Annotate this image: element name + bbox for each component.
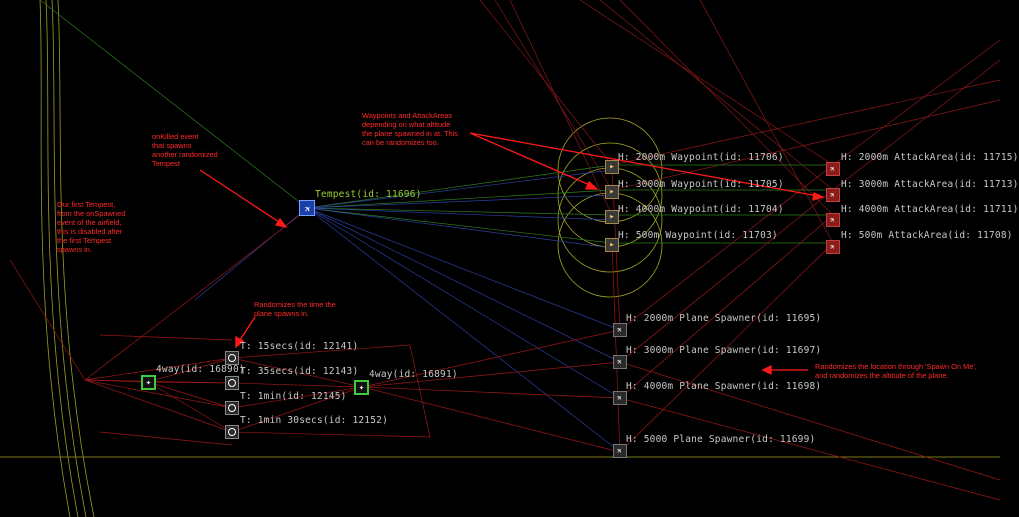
random-4way-16890-label: 4way(id: 16890) xyxy=(156,364,245,375)
tempest-plane-node[interactable] xyxy=(299,200,315,216)
attackarea-500m-label: H: 500m AttackArea(id: 11708) xyxy=(841,230,1013,241)
timer-15secs-node[interactable] xyxy=(225,351,239,365)
note-on-killed: onKilled event that spawns another rando… xyxy=(152,132,218,168)
blue-links xyxy=(194,169,621,453)
tempest-label: Tempest(id: 11696) xyxy=(315,189,422,200)
timer-1min30-node[interactable] xyxy=(225,425,239,439)
timer-1min-label: T: 1min(id: 12145) xyxy=(240,391,347,402)
attackarea-3000m-node[interactable] xyxy=(826,188,840,202)
spawner-3000m-label: H: 3000m Plane Spawner(id: 11697) xyxy=(626,345,822,356)
spawner-4000m-node[interactable] xyxy=(613,391,627,405)
spawner-5000m-node[interactable] xyxy=(613,444,627,458)
waypoint-2000m-label: H: 2000m Waypoint(id: 11706) xyxy=(618,152,784,163)
timer-15secs-label: T: 15secs(id: 12141) xyxy=(240,341,359,352)
waypoint-4000m-label: H: 4000m Waypoint(id: 11704) xyxy=(618,204,784,215)
top-links xyxy=(479,0,1001,244)
note-waypoints: Waypoints and AttackAreas depending on w… xyxy=(362,111,459,147)
timer-35secs-label: T: 35secs(id: 12143) xyxy=(240,366,359,377)
attackarea-4000m-node[interactable] xyxy=(826,213,840,227)
timer-1min30-label: T: 1min 30secs(id: 12152) xyxy=(240,415,388,426)
waypoint-3000m-node[interactable] xyxy=(605,185,619,199)
timer-1min-node[interactable] xyxy=(225,401,239,415)
random-4way-16891-label: 4way(id: 16891) xyxy=(369,369,458,380)
random-4way-16891-node[interactable] xyxy=(354,380,369,395)
waypoint-3000m-label: H: 3000m Waypoint(id: 11705) xyxy=(618,179,784,190)
spawner-2000m-label: H: 2000m Plane Spawner(id: 11695) xyxy=(626,313,822,324)
attackarea-2000m-node[interactable] xyxy=(826,162,840,176)
attackarea-3000m-label: H: 3000m AttackArea(id: 11713) xyxy=(841,179,1019,190)
timer-35secs-node[interactable] xyxy=(225,376,239,390)
spawner-3000m-node[interactable] xyxy=(613,355,627,369)
attackarea-2000m-label: H: 2000m AttackArea(id: 11715) xyxy=(841,152,1019,163)
attackarea-4000m-label: H: 4000m AttackArea(id: 11711) xyxy=(841,204,1019,215)
boundary-curves xyxy=(39,0,95,517)
note-randomize-location: Randomizes the location through 'Spawn O… xyxy=(815,362,977,380)
spawner-5000m-label: H: 5000 Plane Spawner(id: 11699) xyxy=(626,434,816,445)
note-randomize-time: Randomizes the time the plane spawns in. xyxy=(254,300,336,318)
red-links xyxy=(9,164,1001,501)
waypoint-500m-node[interactable] xyxy=(605,238,619,252)
green-links xyxy=(39,0,833,244)
note-first-tempest: Our first Tempest, from the onSpawned ev… xyxy=(57,200,126,254)
waypoint-2000m-node[interactable] xyxy=(605,160,619,174)
waypoint-4000m-node[interactable] xyxy=(605,210,619,224)
spawner-2000m-node[interactable] xyxy=(613,323,627,337)
attackarea-500m-node[interactable] xyxy=(826,240,840,254)
random-4way-16890-node[interactable] xyxy=(141,375,156,390)
spawner-4000m-label: H: 4000m Plane Spawner(id: 11698) xyxy=(626,381,822,392)
waypoint-500m-label: H: 500m Waypoint(id: 11703) xyxy=(618,230,778,241)
annotation-arrows xyxy=(199,132,825,376)
